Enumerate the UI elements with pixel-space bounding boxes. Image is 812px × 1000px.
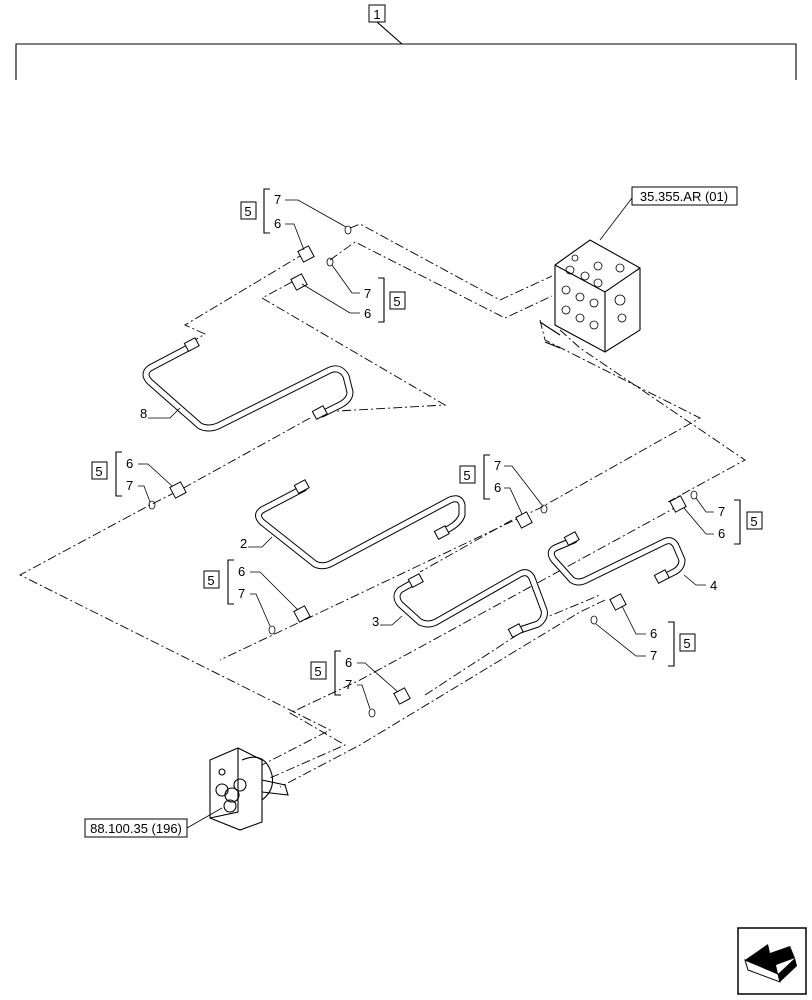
- group-h-item-7: 7: [345, 677, 352, 692]
- group-d-item-6: 6: [494, 480, 501, 495]
- fitting-group-e: 5 7 6: [669, 490, 763, 545]
- fitting-group-c: 5 6 7: [91, 451, 187, 510]
- joystick-valve: [209, 747, 289, 831]
- group-a-item-6: 6: [274, 216, 281, 231]
- group-e-item-7: 7: [718, 504, 725, 519]
- assembly-bracket: 1: [15, 4, 797, 80]
- group-f-item-5: 5: [207, 573, 214, 588]
- group-e-item-5: 5: [750, 514, 757, 529]
- group-b-item-5: 5: [393, 294, 400, 309]
- group-b-item-7: 7: [364, 286, 371, 301]
- fitting-group-f: 5 6 7: [203, 559, 311, 635]
- group-c-item-5: 5: [95, 464, 102, 479]
- control-valve-block: [539, 239, 641, 353]
- group-g-item-5: 5: [683, 636, 690, 651]
- hydraulic-pipe-8: 8: [140, 337, 354, 432]
- joystick-ref-label: 88.100.35 (196): [90, 821, 182, 836]
- group-g-item-6: 6: [650, 626, 657, 641]
- fitting-group-h: 5 6 7: [310, 650, 411, 718]
- next-page-arrow-icon[interactable]: [737, 927, 807, 995]
- fitting-group-b: 5 7 6: [290, 257, 406, 323]
- joystick-reference: 88.100.35 (196): [84, 807, 223, 838]
- fitting-group-d: 5 7 6: [459, 454, 548, 529]
- group-h-item-6: 6: [345, 655, 352, 670]
- group-d-item-5: 5: [463, 468, 470, 483]
- callout-3: 3: [372, 614, 379, 629]
- group-h-item-5: 5: [314, 664, 321, 679]
- callout-8: 8: [140, 406, 147, 421]
- group-b-item-6: 6: [364, 306, 371, 321]
- group-e-item-6: 6: [718, 526, 725, 541]
- group-f-item-7: 7: [238, 586, 245, 601]
- group-d-item-7: 7: [494, 458, 501, 473]
- callout-4: 4: [710, 578, 717, 593]
- hydraulic-pipe-3: 3: [372, 569, 548, 639]
- group-c-item-7: 7: [126, 478, 133, 493]
- valve-block-ref-label: 35.355.AR (01): [640, 189, 728, 204]
- callout-2: 2: [240, 536, 247, 551]
- group-f-item-6: 6: [238, 564, 245, 579]
- hydraulic-pipe-2: 2: [240, 479, 466, 570]
- valve-block-reference: 35.355.AR (01): [599, 186, 738, 241]
- fitting-group-g: 5 6 7: [590, 593, 696, 667]
- group-a-item-7: 7: [274, 192, 281, 207]
- group-c-item-6: 6: [126, 456, 133, 471]
- hydraulic-routing-lines: [19, 223, 746, 788]
- assembly-ref-label: 1: [373, 7, 380, 22]
- fitting-group-a: 5 7 6: [240, 188, 352, 263]
- group-g-item-7: 7: [650, 648, 657, 663]
- group-a-item-5: 5: [244, 204, 251, 219]
- hydraulic-pipe-4: 4: [547, 531, 717, 593]
